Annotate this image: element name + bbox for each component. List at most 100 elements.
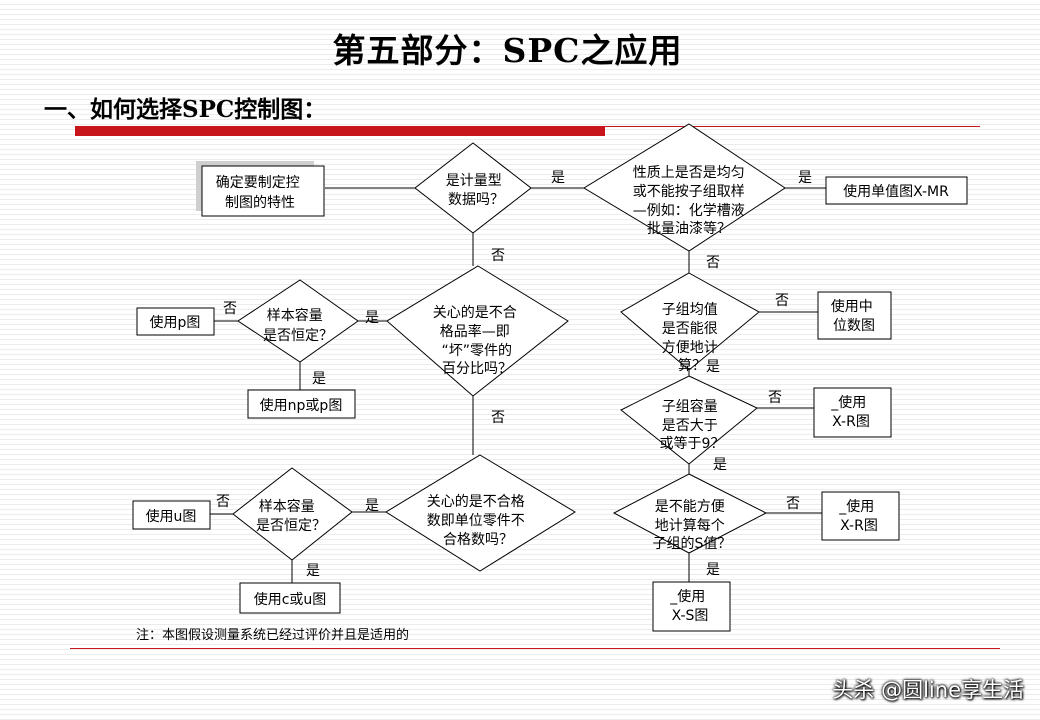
- decision-is-variable-data: 是计量型 数据吗？: [414, 142, 532, 234]
- node-label: 样本容量: [259, 498, 315, 515]
- bottom-rule: [70, 648, 1000, 649]
- edge-label-yes: 是: [365, 310, 379, 326]
- node-label: 是不能方便: [655, 499, 725, 515]
- node-label: 合格数吗？: [443, 532, 513, 548]
- svg-text:关心的是不合格 数即单位零件不 合格: 关心的是不合格 数即单位零件不 合格数吗？: [427, 494, 529, 548]
- node-label: 关心的是不合格: [427, 494, 525, 510]
- decision-homogeneous: 性质上是否是均匀 或不能按子组取样 —例如：化学槽液 批量油漆等？: [583, 123, 786, 252]
- node-label: 或不能按子组取样: [633, 184, 745, 200]
- edge-label-yes: 是: [798, 170, 812, 186]
- node-label: _使用: [669, 588, 705, 605]
- chart-box-u: 使用u图: [132, 500, 211, 530]
- node-label: 是否恒定？: [256, 518, 326, 534]
- edge-label-no: 否: [491, 248, 505, 264]
- process-box-start: 确定要制定控 制图的特性: [196, 161, 325, 217]
- svg-text:关心的是不合 格品率—即 “坏”零件: 关心的是不合 格品率—即 “坏”零件的 百分比吗？: [433, 305, 521, 377]
- svg-text:是计量型 数据吗？: 是计量型 数据吗？: [446, 173, 506, 208]
- edge-label-no: 否: [216, 494, 230, 510]
- chart-box-p: 使用p图: [136, 307, 215, 336]
- node-label: 方便地计: [662, 340, 718, 356]
- section-heading: 一、如何选择SPC控制图：: [44, 96, 327, 123]
- edge-label-no: 否: [786, 496, 800, 512]
- chart-box-xr-1: _使用 X-R图: [813, 387, 892, 438]
- svg-text:_使用 X-S图: _使用 X-S图: [669, 588, 709, 624]
- edge-label-no: 否: [775, 293, 789, 309]
- node-label: 批量油漆等？: [647, 220, 731, 237]
- node-label: 子组的S值？: [653, 536, 732, 552]
- svg-text:使用中 位数图: 使用中 位数图: [831, 298, 877, 334]
- node-label: 是否能很: [662, 321, 718, 337]
- node-label: X-R图: [840, 518, 878, 534]
- decision-mean-calculable: 子组均值 是否能很 方便地计 算？: [620, 272, 760, 374]
- chart-box-median: 使用中 位数图: [817, 291, 892, 340]
- node-label: 子组容量: [662, 398, 718, 415]
- edge-label-no: 否: [768, 390, 782, 406]
- node-label: 样本容量: [267, 307, 323, 324]
- edge-label-yes: 是: [706, 359, 720, 375]
- node-label: 数据吗？: [448, 192, 504, 208]
- node-label: 使用u图: [146, 508, 197, 525]
- node-label: 数即单位零件不: [427, 513, 525, 529]
- decision-s-value: 是不能方便 地计算每个 子组的S值？: [612, 473, 768, 554]
- svg-text:子组均值 是否能很 方便地计: 子组均值 是否能很 方便地计 算？: [662, 302, 722, 374]
- svg-text:样本容量 是否恒定？: 样本容量 是否恒定？: [256, 498, 326, 534]
- svg-text:是不能方便 地计算每个 子组的S值？: 是不能方便 地计算每个 子组的S值？: [653, 499, 732, 552]
- chart-box-xr-2: _使用 X-R图: [821, 491, 900, 541]
- accent-line: [605, 126, 980, 127]
- edge-label-no: 否: [491, 410, 505, 426]
- node-label: X-S图: [672, 608, 709, 624]
- node-label: 是否大于: [662, 418, 718, 434]
- node-label: 使用c或u图: [254, 591, 327, 608]
- node-label: —例如：化学槽液: [633, 203, 745, 219]
- edge-label-yes: 是: [551, 170, 565, 186]
- slide-title: 第五部分：SPC之应用: [332, 31, 683, 70]
- chart-box-xs: _使用 X-S图: [652, 581, 731, 632]
- edge-label-yes: 是: [306, 563, 320, 579]
- node-label: 是否恒定？: [263, 328, 333, 344]
- node-label: 使用单值图X-MR: [843, 183, 949, 200]
- node-label: 算？: [678, 358, 706, 374]
- node-label: X-R图: [832, 414, 870, 430]
- chart-box-xmr: 使用单值图X-MR: [825, 176, 968, 205]
- node-label: 制图的特性: [225, 195, 295, 211]
- footnote: 注：本图假设测量系统已经过评价并且是适用的: [136, 628, 410, 643]
- node-label: 使用p图: [150, 314, 201, 331]
- decision-defects-count: 关心的是不合格 数即单位零件不 合格数吗？: [385, 454, 576, 572]
- node-label: 格品率—即: [440, 323, 510, 340]
- svg-text:样本容量 是否恒定？: 样本容量 是否恒定？: [263, 307, 333, 344]
- node-label: 关心的是不合: [433, 305, 517, 321]
- node-label: 或等于9？: [660, 435, 725, 452]
- node-label: “坏”零件的: [442, 343, 513, 359]
- decision-sample-size-2: 样本容量 是否恒定？: [232, 467, 353, 561]
- svg-text:性质上是否是均匀 或不能按子组取样: 性质上是否是均匀 或不能按子组取样 —例如：化学槽液 批量油漆等？: [633, 165, 749, 237]
- chart-box-c-u: 使用c或u图: [239, 582, 341, 614]
- node-label: 是计量型: [446, 173, 502, 189]
- svg-text:确定要制定控 制图的特性: 确定要制定控 制图的特性: [216, 175, 304, 211]
- connectors: [210, 187, 826, 583]
- accent-bar: [75, 126, 605, 136]
- svg-text:_使用 X-R图: _使用 X-R图: [830, 394, 870, 430]
- edge-label-yes: 是: [365, 498, 379, 514]
- node-label: 百分比吗？: [442, 361, 512, 377]
- svg-text:_使用 X-R图: _使用 X-R图: [838, 498, 878, 534]
- watermark: 头杀 @圆line享生活: [832, 678, 1024, 702]
- chart-box-np: 使用np或p图: [247, 389, 356, 419]
- svg-text:子组容量 是否大于 或等于9？: 子组容量 是否大于 或等于9？: [660, 398, 725, 452]
- node-label: 性质上是否是均匀: [633, 165, 745, 181]
- decision-subgroup-size: 子组容量 是否大于 或等于9？: [620, 375, 758, 465]
- edge-label-no: 否: [223, 301, 237, 317]
- node-label: 子组均值: [662, 302, 718, 318]
- node-label: 使用中: [831, 298, 873, 315]
- edge-label-yes: 是: [312, 371, 326, 387]
- edge-labels: 是 是 否 否 是 否 是 否 否 是 否 是 是 否 是 否 是: [216, 170, 812, 579]
- node-label: 确定要制定控: [216, 175, 300, 191]
- node-label: 使用np或p图: [260, 397, 343, 414]
- decision-defective-rate: 关心的是不合 格品率—即 “坏”零件的 百分比吗？: [386, 265, 569, 397]
- edge-label-yes: 是: [713, 457, 727, 473]
- edge-label-no: 否: [706, 255, 720, 271]
- node-label: _使用: [838, 498, 874, 515]
- edge-label-yes: 是: [706, 562, 720, 578]
- node-label: 位数图: [833, 318, 875, 334]
- node-label: 地计算每个: [655, 518, 725, 534]
